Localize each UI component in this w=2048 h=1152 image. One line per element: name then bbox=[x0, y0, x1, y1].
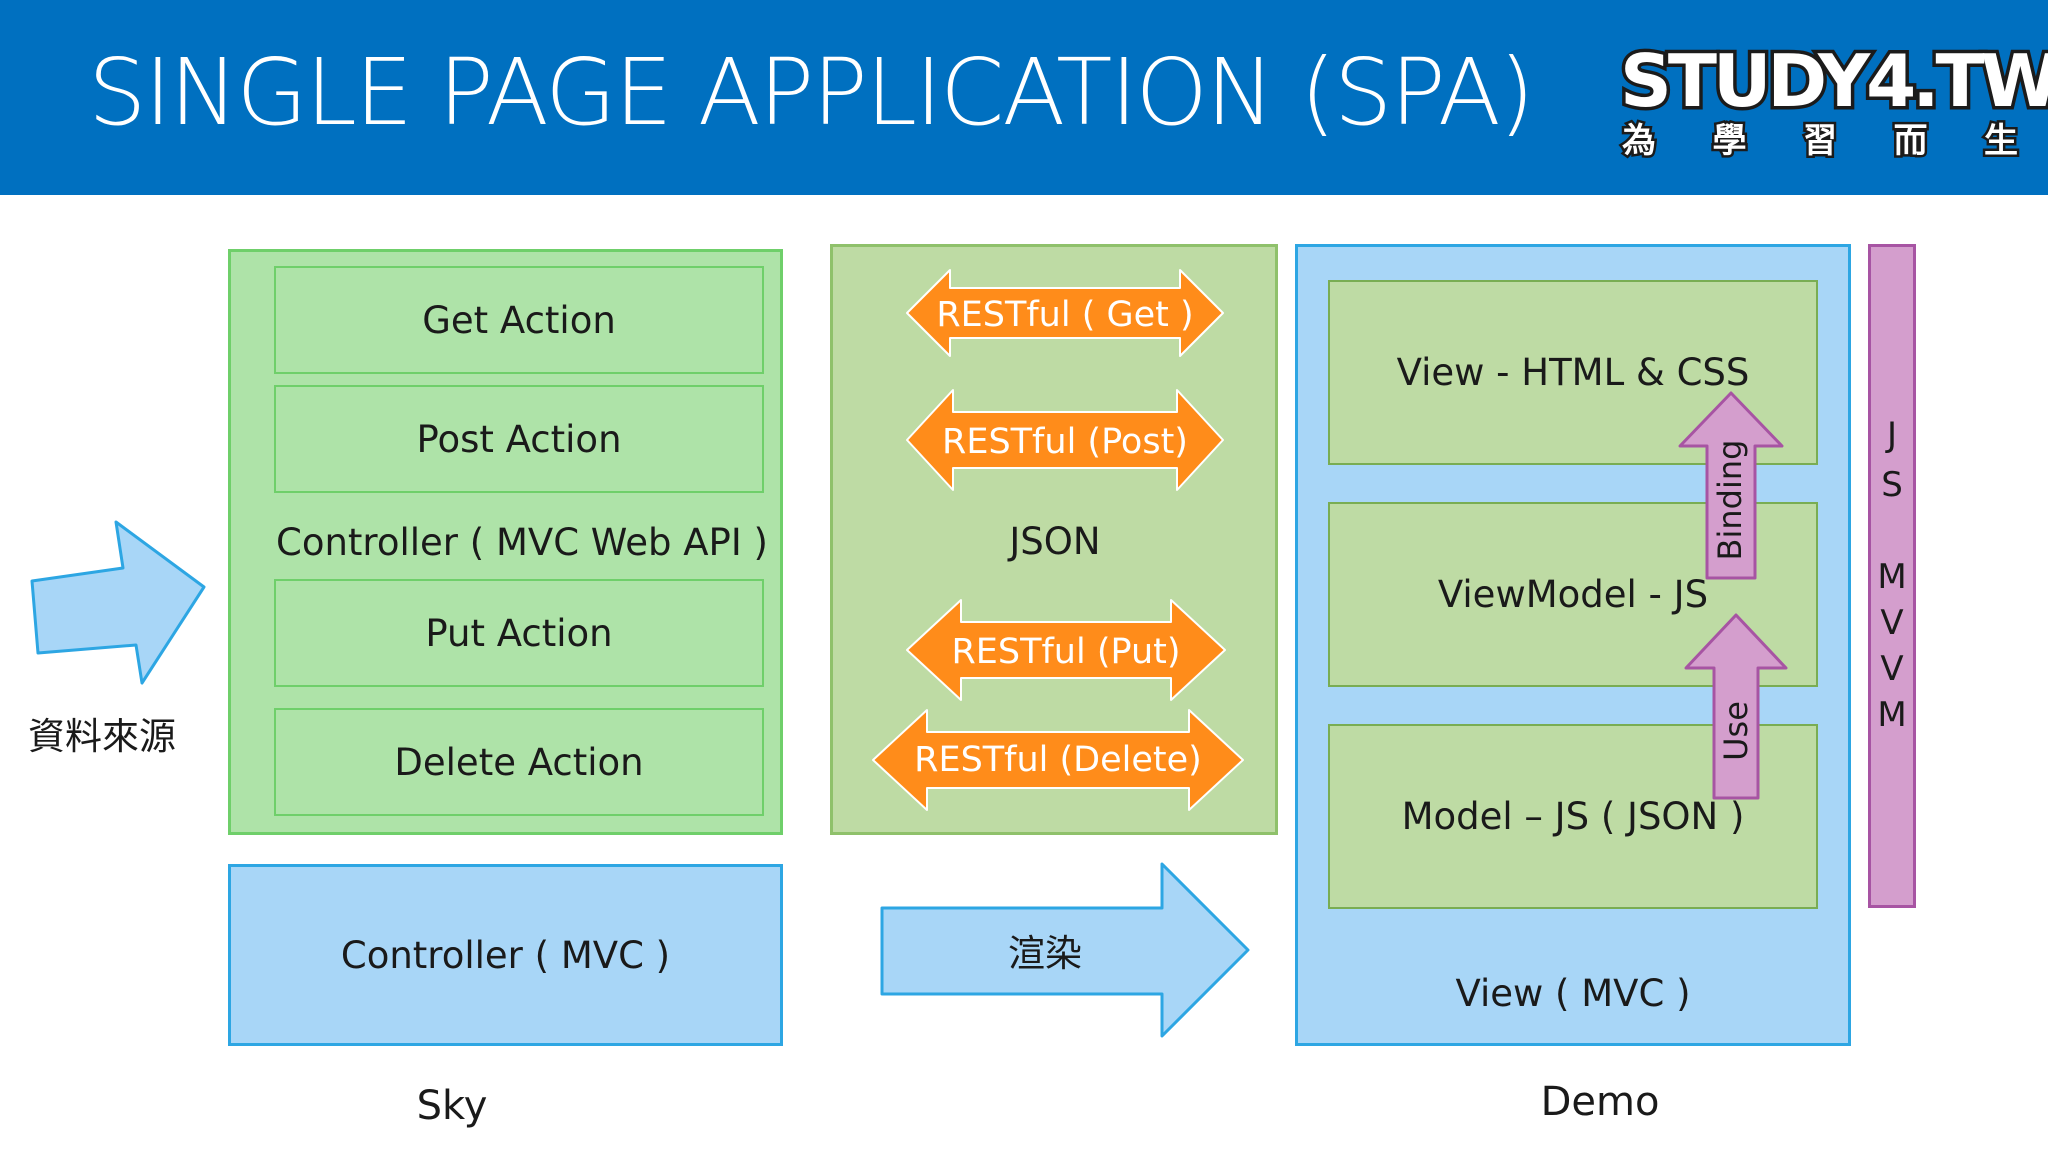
restful-get-label: RESTful ( Get ) bbox=[936, 295, 1194, 335]
logo-tagline-char: 為 bbox=[1620, 119, 1659, 164]
view-mvc-label: View ( MVC ) bbox=[1455, 971, 1691, 1015]
restful-post-label: RESTful (Post) bbox=[942, 422, 1188, 462]
jsmvvm-letter: V bbox=[1880, 649, 1904, 689]
jsmvvm-letter: V bbox=[1880, 603, 1904, 643]
restful-post-arrow bbox=[906, 389, 1224, 491]
logo-tagline: 為 學 習 而 生 bbox=[1620, 118, 2021, 164]
restful-put-arrow bbox=[906, 599, 1226, 701]
jsmvvm-letter: M bbox=[1877, 695, 1907, 735]
use-label: Use bbox=[1717, 701, 1755, 761]
jsmvvm-letter: S bbox=[1881, 465, 1903, 505]
jsmvvm-bar bbox=[1868, 244, 1916, 908]
get-action-box: Get Action bbox=[274, 266, 764, 374]
restful-delete-label: RESTful (Delete) bbox=[914, 740, 1202, 780]
render-arrow bbox=[880, 862, 1250, 1038]
logo-tagline-char: 而 bbox=[1891, 119, 1930, 164]
data-source-arrow bbox=[30, 520, 206, 685]
jsmvvm-letter: J bbox=[1886, 415, 1898, 455]
binding-arrow bbox=[1678, 391, 1784, 580]
restful-put-label: RESTful (Put) bbox=[951, 632, 1181, 672]
demo-label: Demo bbox=[1540, 1079, 1660, 1125]
web-api-controller-label: Controller ( MVC Web API ) bbox=[276, 521, 768, 564]
render-label: 渲染 bbox=[1008, 932, 1082, 975]
json-label: JSON bbox=[1009, 519, 1101, 563]
use-label-wrap: Use bbox=[1706, 676, 1766, 786]
jsmvvm-letter: M bbox=[1877, 557, 1907, 597]
restful-delete-arrow bbox=[872, 709, 1244, 811]
header-bar bbox=[0, 0, 2048, 195]
data-source-label: 資料來源 bbox=[28, 715, 176, 758]
logo-tagline-char: 習 bbox=[1801, 119, 1840, 164]
slide-title: SINGLE PAGE APPLICATION (SPA) bbox=[88, 39, 1535, 146]
delete-action-box: Delete Action bbox=[274, 708, 764, 816]
binding-label: Binding bbox=[1711, 439, 1749, 561]
mvc-controller-box: Controller ( MVC ) bbox=[228, 864, 783, 1046]
put-action-box: Put Action bbox=[274, 579, 764, 687]
logo-tagline-char: 學 bbox=[1710, 119, 1749, 164]
use-arrow bbox=[1684, 613, 1788, 800]
logo-tagline-char: 生 bbox=[1982, 119, 2021, 164]
logo-study4tw: STUDY4.TW bbox=[1617, 36, 2048, 127]
restful-get-arrow bbox=[906, 269, 1224, 357]
post-action-box: Post Action bbox=[274, 385, 764, 493]
binding-label-wrap: Binding bbox=[1700, 430, 1760, 570]
sky-label: Sky bbox=[416, 1083, 488, 1129]
